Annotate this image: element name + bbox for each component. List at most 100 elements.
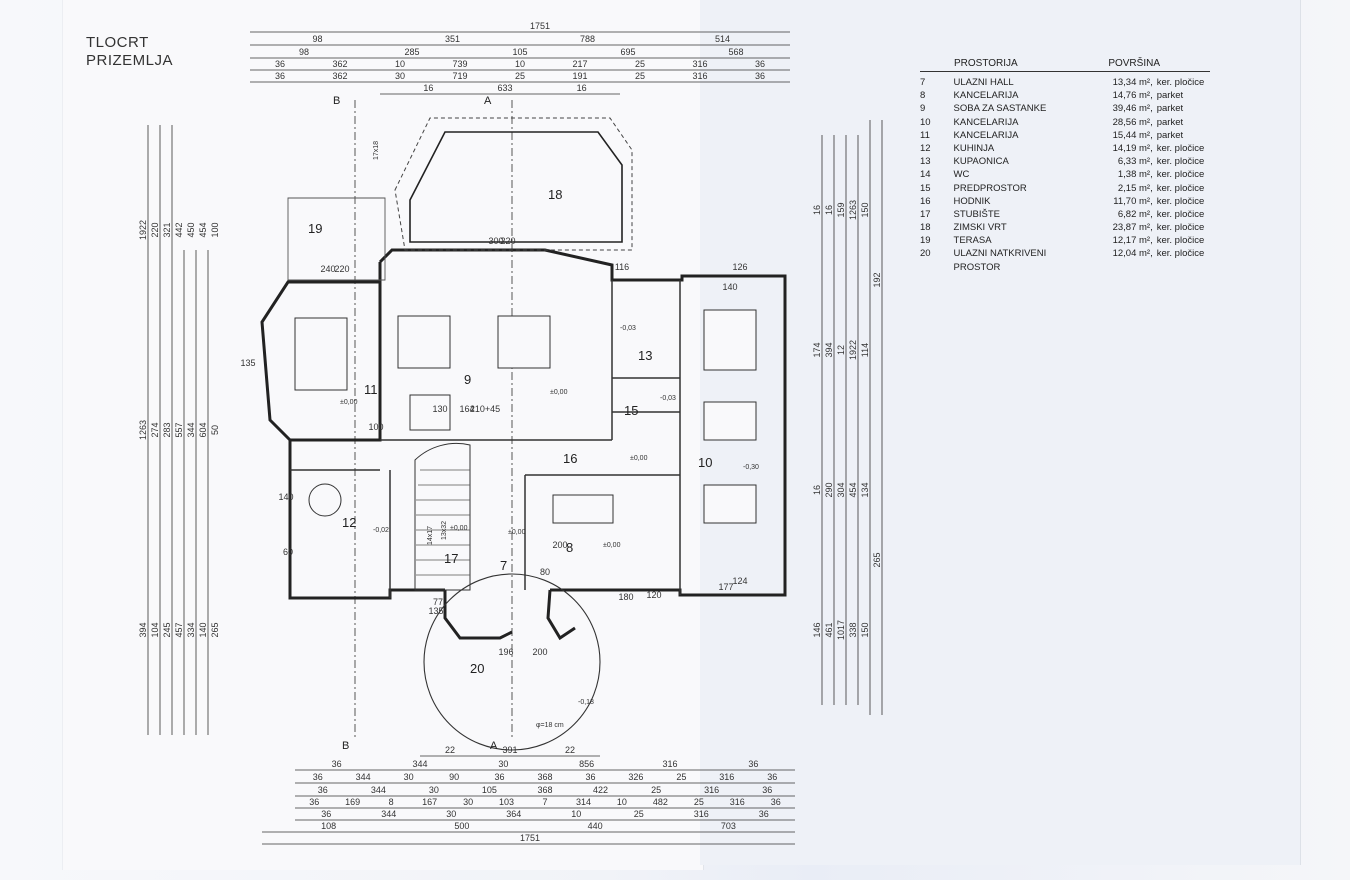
left-dimension: 604	[198, 422, 208, 437]
entrance-canopy-circle	[423, 573, 601, 751]
top-dimension: 98	[312, 34, 322, 44]
bottom-dimension: 316	[730, 797, 745, 807]
legend-cell-floor: ker. pločice	[1156, 169, 1205, 181]
right-dimension: 304	[836, 482, 846, 497]
legend-cell-name: ULAZNI NATKRIVENI PROSTOR	[953, 248, 1047, 273]
legend-cell-area: 6,33 m²,	[1117, 156, 1153, 168]
dimension-lines	[147, 31, 883, 845]
left-dimension: 50	[210, 425, 220, 435]
legend-cell-floor: ker. pločice	[1156, 235, 1205, 247]
legend-cell-name: KANCELARIJA	[953, 129, 1019, 141]
right-dimension: 146	[812, 622, 822, 637]
bottom-dimension: 167	[422, 797, 437, 807]
legend-cell-floor: ker. pločice	[1156, 195, 1205, 207]
room-10-label: 10	[698, 455, 712, 470]
legend-col-room: PROSTORIJA	[954, 58, 1018, 69]
top-dimension: 98	[299, 47, 309, 57]
legend-cell-no: 20	[920, 248, 931, 260]
bottom-dimension: 25	[676, 772, 686, 782]
bottom-dimension: 314	[576, 797, 591, 807]
legend-cell-area: 1,38 m²,	[1117, 169, 1153, 181]
top-dimension: 695	[620, 47, 635, 57]
spiral-stair	[414, 442, 471, 591]
legend-cell-area: 23,87 m²,	[1112, 222, 1153, 234]
bottom-dimension: 30	[498, 759, 508, 769]
legend-col-area: POVRŠINA	[1108, 58, 1160, 69]
bottom-dimension: 25	[634, 809, 644, 819]
bottom-dimension: 103	[499, 797, 514, 807]
canopy-column-label: φ=18 cm	[536, 722, 564, 729]
inner-dimension: 180	[618, 592, 633, 602]
legend-cell-area: 14,19 m²,	[1112, 142, 1153, 154]
winter-garden-glazing	[409, 131, 623, 243]
inner-dimension: 80	[540, 567, 550, 577]
top-dimension: 514	[715, 34, 730, 44]
right-dimension: 454	[848, 482, 858, 497]
top-dimension: 191	[572, 71, 587, 81]
room-17-label: 17	[444, 551, 458, 566]
plan-title-line-2: PRIZEMLJA	[86, 52, 174, 69]
left-dimensions: 1922126339422027410432128324544255745745…	[138, 220, 220, 638]
bottom-dimension: 36	[585, 772, 595, 782]
bottom-dimension: 316	[719, 772, 734, 782]
left-dimension: 334	[186, 622, 196, 637]
level-room-13: -0,03	[620, 325, 636, 332]
legend-cell-no: 15	[920, 182, 931, 194]
left-dimension: 274	[150, 422, 160, 437]
top-dimension: 36	[275, 59, 285, 69]
stair-label-riser-b: 13x32	[441, 521, 448, 540]
inner-dimension: 100	[368, 422, 383, 432]
top-dimension: 10	[395, 59, 405, 69]
top-dimension: 105	[512, 47, 527, 57]
bottom-dimension: 30	[446, 809, 456, 819]
legend-cell-name: SOBA ZA SASTANKE	[953, 103, 1047, 115]
right-dimension: 338	[848, 622, 858, 637]
plan-title-line-1: TLOCRT	[86, 34, 149, 51]
inner-dimension: 200	[552, 540, 567, 550]
legend-cell-name: WC	[953, 169, 970, 181]
inner-dimension: 300	[488, 236, 503, 246]
top-dimension: 351	[445, 34, 460, 44]
legend-cell-floor: ker. pločice	[1156, 248, 1205, 260]
legend-cell-name: PREDPROSTOR	[953, 182, 1027, 194]
inner-dimension: 200	[532, 647, 547, 657]
room-20-label: 20	[470, 661, 484, 676]
inner-dimension: 60	[283, 547, 293, 557]
bottom-dimension: 316	[694, 809, 709, 819]
top-dimension: 16	[577, 83, 587, 93]
bottom-dimension: 10	[571, 809, 581, 819]
top-dimension: 739	[452, 59, 467, 69]
legend-cell-floor: ker. pločice	[1156, 77, 1205, 88]
legend-cell-floor: parket	[1156, 90, 1184, 102]
bottom-dimension: 36	[332, 759, 342, 769]
left-dimension: 321	[162, 222, 172, 237]
left-dimension: 457	[174, 622, 184, 637]
right-dimension: 174	[812, 342, 822, 357]
legend-cell-floor: ker. pločice	[1156, 208, 1205, 220]
bottom-dimension: 105	[482, 785, 497, 795]
legend-cell-floor: ker. pločice	[1156, 182, 1205, 194]
sheet-right-page	[700, 0, 1301, 865]
bottom-dimension: 344	[371, 785, 386, 795]
legend-cell-no: 16	[920, 195, 931, 207]
level-room-17: ±0,00	[450, 525, 468, 532]
inner-dimension: 120	[646, 590, 661, 600]
right-dimension: 394	[824, 342, 834, 357]
level-room-8: ±0,00	[603, 542, 621, 549]
top-dimension: 633	[497, 83, 512, 93]
bottom-dimension: 36	[762, 785, 772, 795]
exterior-walls	[260, 248, 787, 641]
bottom-dimension: 30	[404, 772, 414, 782]
right-dimensions: 1617416146163942904611591230410171263192…	[812, 200, 882, 640]
bottom-dimension: 169	[345, 797, 360, 807]
winter-garden-outline	[394, 117, 633, 251]
legend-cell-area: 14,76 m²,	[1112, 90, 1153, 102]
